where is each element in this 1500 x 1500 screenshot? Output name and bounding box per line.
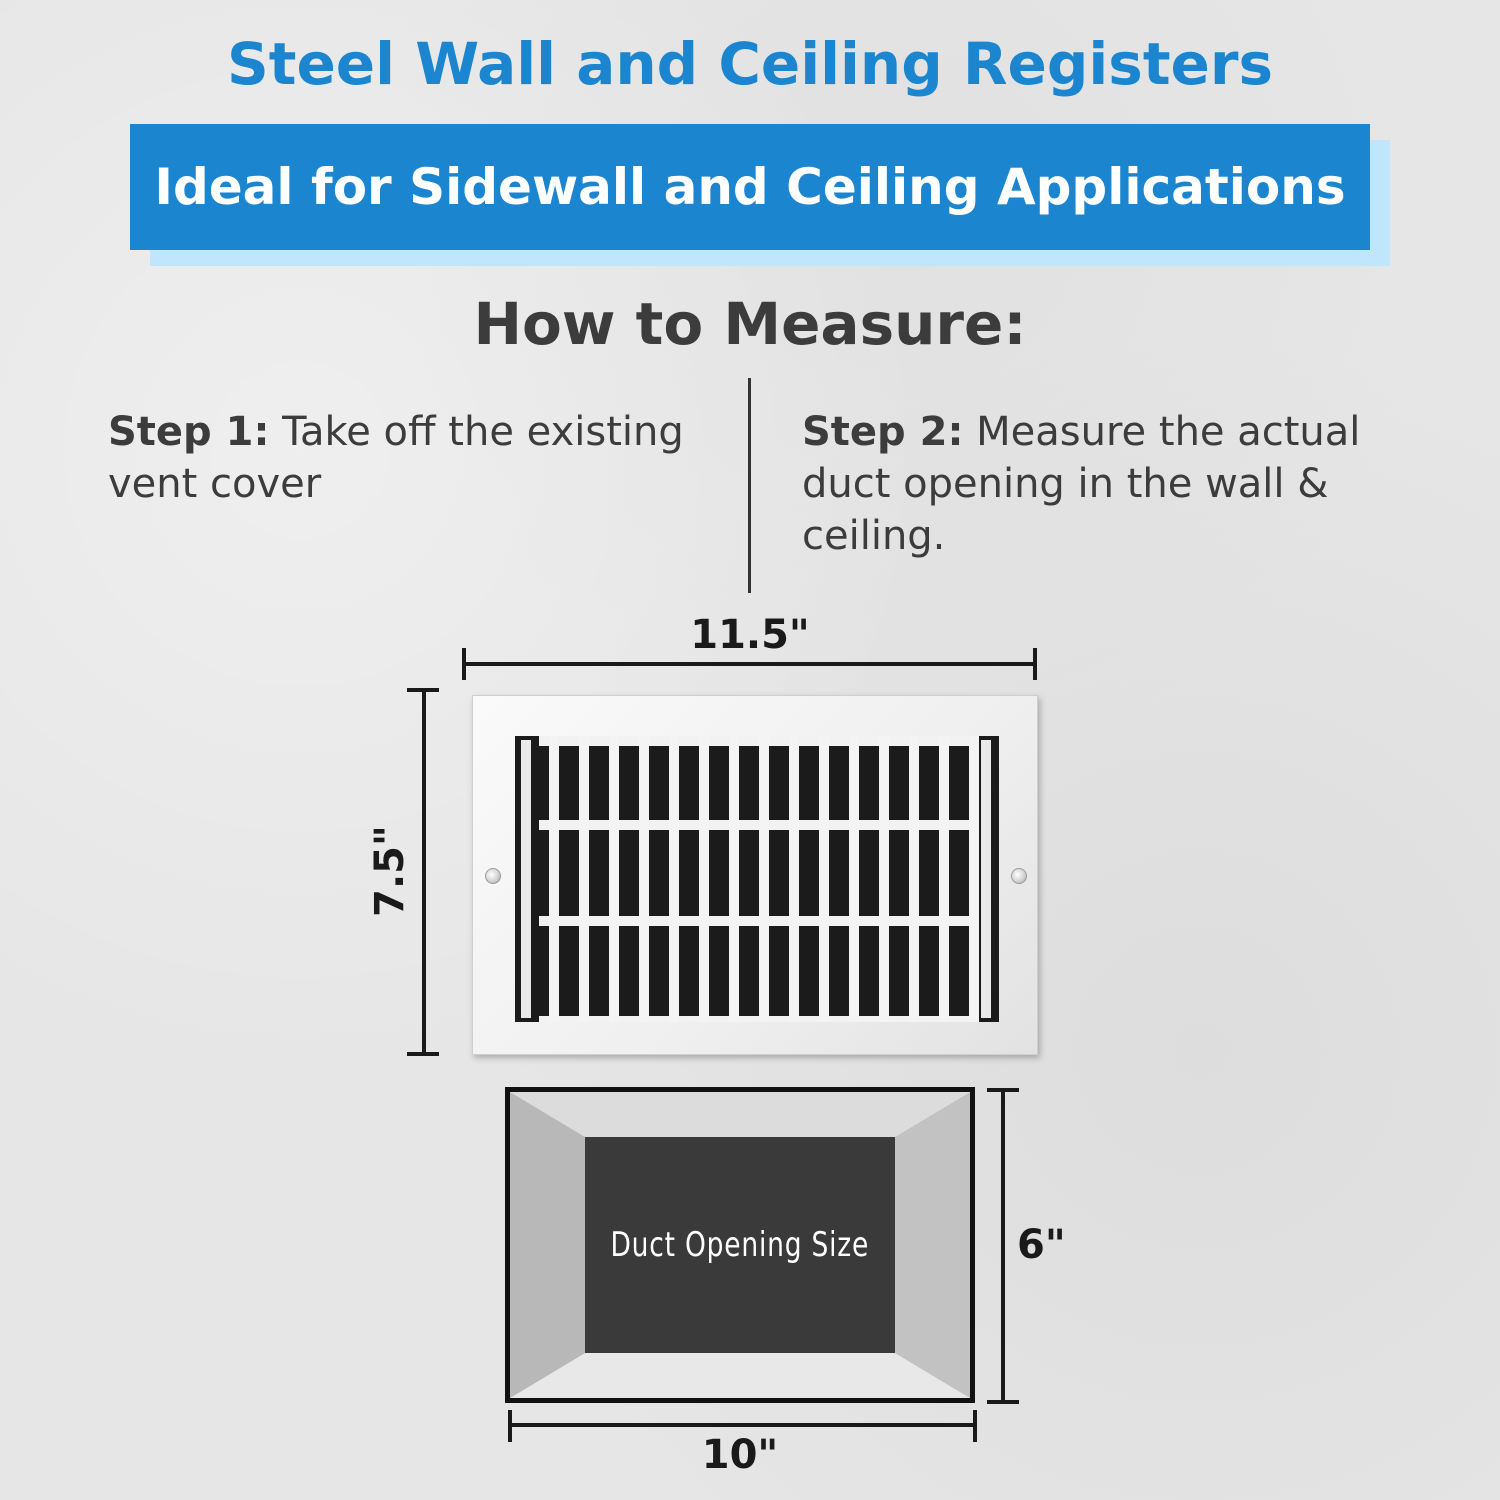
register-height-line [422,690,426,1054]
step-1-label: Step 1: [108,409,270,455]
register-height-label: 7.5" [367,825,413,917]
grille-slat [879,736,889,1022]
grille-crossbar [539,916,975,926]
grille-crossbar [539,820,975,830]
grille-slat [759,736,769,1022]
banner-text: Ideal for Sidewall and Ceiling Applicati… [154,158,1346,216]
duct-height-label: 6" [1017,1222,1066,1268]
grille-slat [549,736,559,1022]
duct-height-line [1001,1090,1005,1403]
register-height-cap-top [407,688,439,692]
duct-width-line [509,1423,975,1427]
grille-slat [729,736,739,1022]
grille-slat [639,736,649,1022]
register-height-cap-bottom [407,1052,439,1056]
step-2-text: Measure the actual duct opening in the w… [802,409,1361,559]
duct-width-label: 10" [701,1432,779,1478]
step-2-label: Step 2: [802,409,964,455]
grille-slat [579,736,589,1022]
step-1: Step 1: Take off the existing vent cover [108,406,708,510]
grille-slats [521,736,1009,1026]
measure-title: How to Measure: [473,290,1027,358]
grille-slat [849,736,859,1022]
step-2: Step 2: Measure the actual duct opening … [802,406,1402,562]
grille-slat [939,736,949,1022]
duct-opening-image: Duct Opening Size [505,1087,975,1403]
screw-icon [1011,868,1027,884]
grille-slat [669,736,679,1022]
grille-slat [699,736,709,1022]
grille-louvers [515,736,1009,1026]
duct-back: Duct Opening Size [585,1137,895,1353]
duct-width-cap-left [508,1410,512,1442]
banner: Ideal for Sidewall and Ceiling Applicati… [130,124,1370,250]
register-width-cap-right [1033,648,1037,680]
register-width-cap-left [462,648,466,680]
step-1-text: Take off the existing vent cover [108,409,684,507]
grille-slat [789,736,799,1022]
register-width-label: 11.5" [690,612,810,658]
grille-crossbar [539,1016,975,1026]
duct-height-cap-bottom [987,1400,1019,1404]
grille-crossbar [539,736,975,746]
screw-icon [485,868,501,884]
grille-slat [609,736,619,1022]
register-width-line [463,662,1036,666]
grille-slat [969,736,979,1022]
grille-frame [981,740,991,1018]
duct-height-cap-top [987,1088,1019,1092]
duct-label: Duct Opening Size [610,1225,870,1265]
grille-slat [909,736,919,1022]
duct-walls [510,1092,970,1398]
main-title: Steel Wall and Ceiling Registers [226,30,1274,98]
duct-width-cap-right [973,1410,977,1442]
register-grille-image [472,695,1038,1055]
grille-frame [521,740,531,1018]
step-divider [748,378,751,593]
grille-slat [819,736,829,1022]
